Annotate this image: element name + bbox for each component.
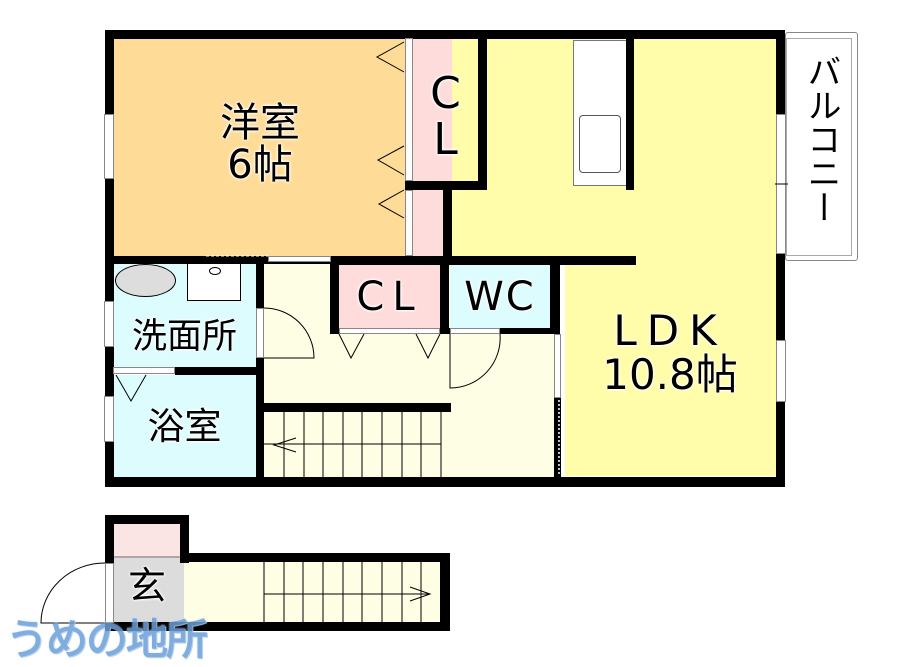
closet-top-lower	[413, 190, 443, 256]
wall	[180, 515, 189, 563]
window	[776, 340, 786, 402]
wall	[478, 30, 487, 185]
balcony-label: バルコニー	[800, 54, 841, 224]
wall	[330, 256, 636, 265]
wall	[180, 553, 450, 562]
wall	[776, 30, 785, 487]
entrance	[114, 558, 184, 624]
wc-door-panel	[450, 328, 500, 334]
ldk-room-lower	[565, 256, 777, 476]
closet-top-label: C L	[418, 72, 473, 162]
window	[104, 114, 114, 179]
wall	[330, 328, 560, 334]
wall	[256, 403, 451, 412]
wall	[105, 515, 189, 524]
entrance-name: 玄	[127, 564, 166, 608]
ldk-name: LDK	[613, 306, 727, 355]
wc-name: WC	[464, 274, 536, 320]
wall	[550, 256, 560, 334]
window	[104, 396, 114, 442]
entrance-hall	[184, 562, 440, 624]
wc-label: WC	[450, 277, 550, 317]
wc-room	[450, 263, 550, 328]
wall	[626, 30, 634, 190]
western-room-size: 6帖	[227, 142, 293, 188]
wall	[554, 398, 561, 487]
door-panel	[113, 367, 175, 374]
kitchen-sink	[579, 115, 621, 173]
bathroom-name: 浴室	[147, 405, 222, 448]
window	[104, 301, 114, 347]
ldk-size: 10.8帖	[602, 350, 738, 399]
western-room	[113, 38, 405, 256]
bathroom	[113, 375, 256, 477]
bathroom-label: 浴室	[113, 408, 256, 445]
wall	[440, 260, 449, 334]
door-panel	[256, 308, 264, 358]
washing-machine-pan	[115, 264, 176, 297]
closet-top-c: C	[430, 68, 461, 119]
western-room-label: 洋室 6帖	[200, 103, 320, 185]
closet-mid	[339, 263, 440, 328]
ldk-label: LDK 10.8帖	[575, 310, 765, 396]
balcony-inner	[786, 38, 852, 256]
balcony-name: バルコニー	[801, 54, 841, 224]
watermark-text: うめの地所	[6, 615, 208, 664]
closet-mid-name: CL	[356, 274, 423, 320]
wall	[330, 256, 339, 334]
wall	[105, 622, 450, 631]
wall	[175, 367, 264, 375]
window	[554, 334, 561, 398]
closet-panel	[339, 328, 440, 334]
entrance-storage	[114, 524, 180, 558]
entrance-door-panel	[105, 563, 114, 623]
wall	[440, 553, 450, 631]
closet-mid-label: CL	[339, 277, 440, 317]
wall	[105, 30, 785, 39]
closet-sliding-panel	[405, 190, 413, 256]
door-panel	[268, 256, 331, 262]
watermark-logo: うめの地所	[6, 606, 208, 667]
closet-sliding-panel	[405, 38, 413, 181]
western-room-name: 洋室	[220, 100, 300, 146]
entrance-label: 玄	[114, 567, 180, 605]
washroom-label: 洗面所	[113, 320, 256, 355]
washroom-name: 洗面所	[131, 317, 237, 357]
wall	[105, 477, 785, 487]
closet-top-l: L	[433, 114, 458, 165]
wall	[443, 185, 452, 260]
wall	[105, 515, 114, 563]
washbasin-drain	[209, 267, 221, 275]
